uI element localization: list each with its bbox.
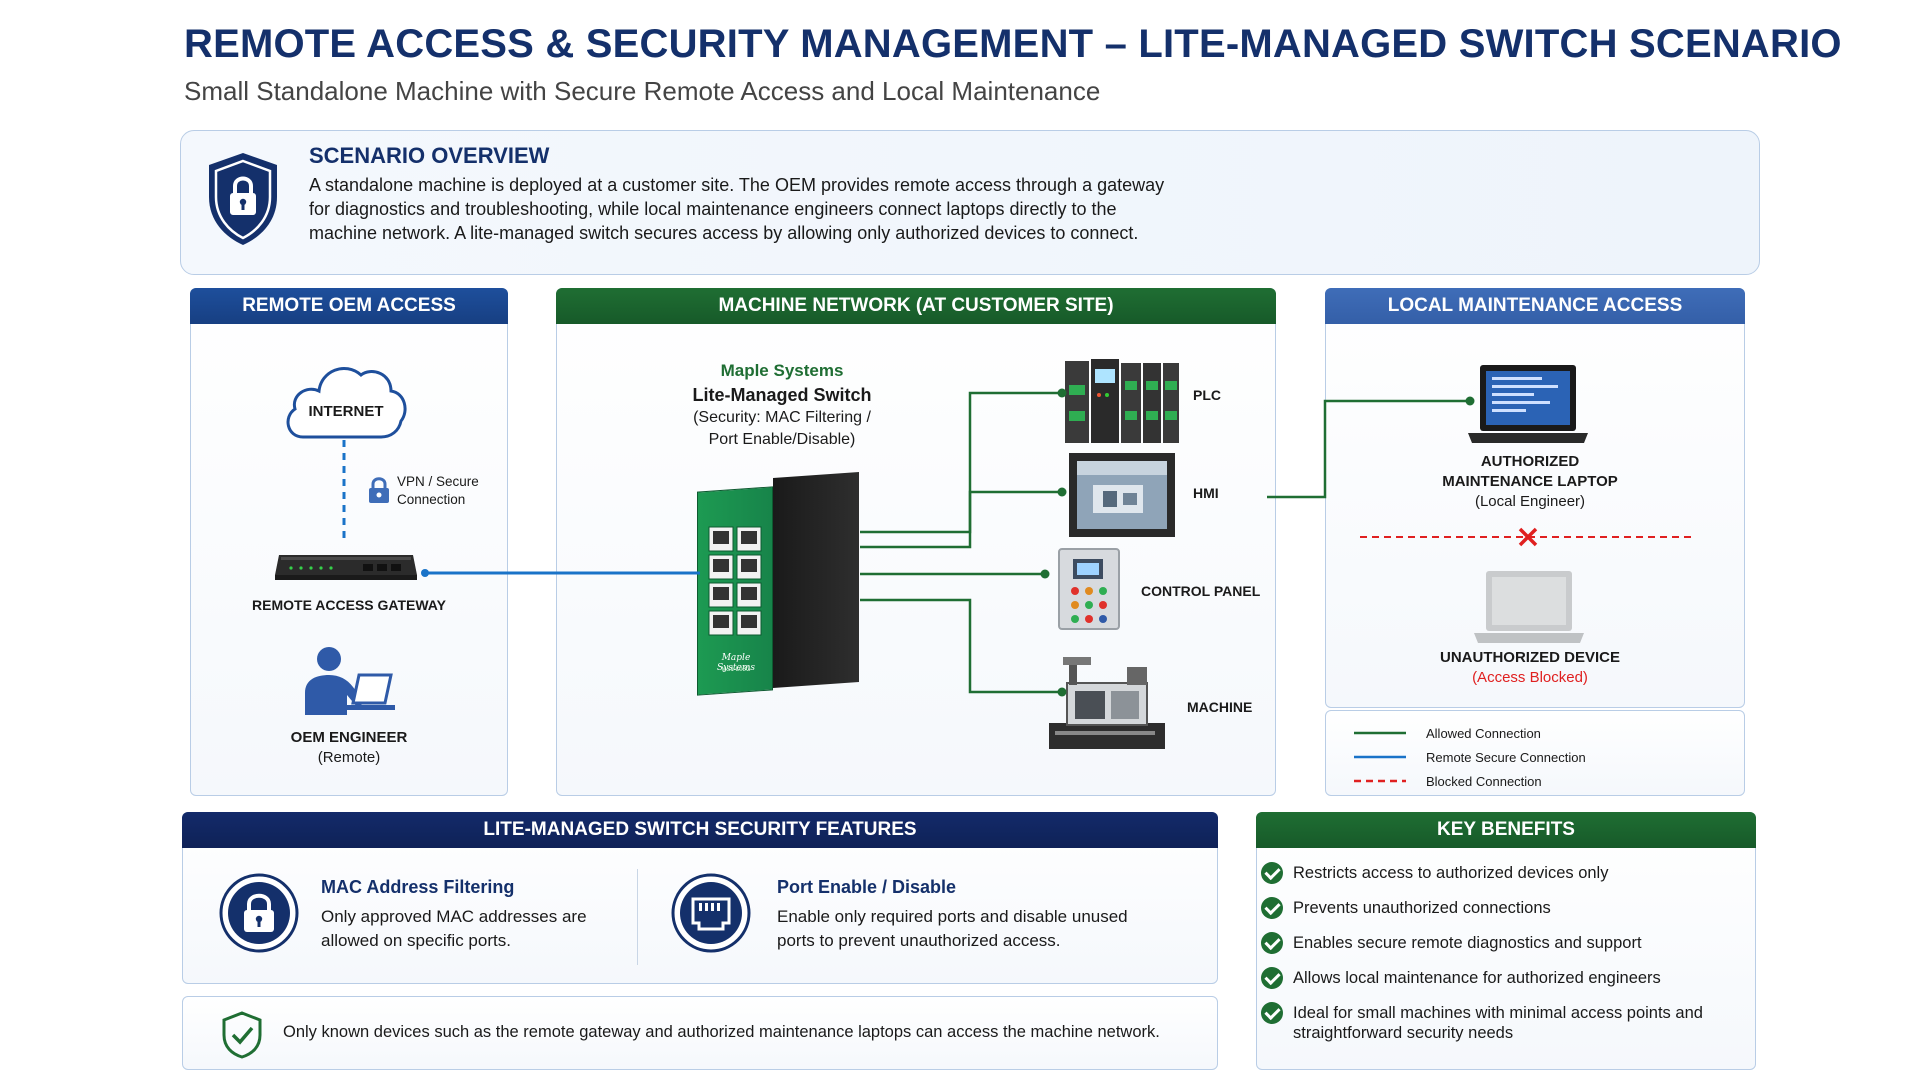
shield-lock-icon bbox=[209, 153, 277, 245]
gateway-device-icon bbox=[275, 555, 417, 580]
benefit-item: Enables secure remote diagnostics and su… bbox=[1261, 932, 1733, 954]
authorized-laptop-icon bbox=[1468, 365, 1588, 443]
port-toggle-text: Enable only required ports and disable u… bbox=[777, 907, 1128, 950]
vpn-label: VPN / Secure Connection bbox=[397, 474, 479, 507]
check-icon bbox=[1261, 897, 1283, 919]
check-icon bbox=[1261, 1002, 1283, 1024]
security-note: Only known devices such as the remote ga… bbox=[182, 996, 1218, 1070]
blocked-connection-line bbox=[1360, 527, 1696, 547]
benefit-item: Ideal for small machines with minimal ac… bbox=[1261, 1002, 1733, 1043]
scenario-overview: SCENARIO OVERVIEW A standalone machine i… bbox=[180, 130, 1760, 275]
legend-allowed: Allowed Connection bbox=[1426, 726, 1541, 741]
check-icon bbox=[1261, 932, 1283, 954]
hmi-label: HMI bbox=[1193, 485, 1219, 501]
switch-model: MS1-L08G bbox=[721, 667, 751, 673]
legend-box: Allowed Connection Remote Secure Connect… bbox=[1325, 710, 1745, 796]
cloud-icon bbox=[286, 366, 407, 439]
machine-network-header: MACHINE NETWORK (AT CUSTOMER SITE) bbox=[556, 288, 1276, 324]
unauthorized-laptop-icon bbox=[1474, 571, 1584, 643]
overview-text: A standalone machine is deployed at a cu… bbox=[309, 175, 1165, 243]
switch-device: Maple Systems MS1-L08G bbox=[697, 471, 867, 696]
benefit-item: Prevents unauthorized connections bbox=[1261, 897, 1733, 919]
oem-engineer-icon bbox=[305, 647, 395, 715]
authorized-laptop-label-2: MAINTENANCE LAPTOP bbox=[1442, 473, 1618, 490]
oem-engineer-sub: (Remote) bbox=[317, 749, 381, 766]
port-toggle-title: Port Enable / Disable bbox=[777, 877, 957, 897]
feature-divider bbox=[637, 869, 638, 965]
security-features-header: LITE-MANAGED SWITCH SECURITY FEATURES bbox=[182, 812, 1218, 848]
security-features-panel: LITE-MANAGED SWITCH SECURITY FEATURES MA… bbox=[182, 812, 1218, 984]
switch-desc-2: Port Enable/Disable) bbox=[708, 431, 856, 448]
check-icon bbox=[1261, 862, 1283, 884]
internet-label: INTERNET bbox=[308, 403, 384, 420]
lock-icon bbox=[369, 477, 389, 503]
unauthorized-device-label: UNAUTHORIZED DEVICE bbox=[1439, 649, 1620, 666]
machine-label: MACHINE bbox=[1187, 699, 1253, 715]
ethernet-ports-icon bbox=[708, 526, 762, 636]
switch-name: Lite-Managed Switch bbox=[692, 385, 872, 405]
authorized-laptop-label-1: AUTHORIZED bbox=[1480, 453, 1580, 470]
gateway-label: REMOTE ACCESS GATEWAY bbox=[252, 597, 446, 613]
page-title: REMOTE ACCESS & SECURITY MANAGEMENT – LI… bbox=[184, 22, 1842, 66]
switch-brand: Maple Systems bbox=[720, 361, 844, 380]
plc-device-icon bbox=[1065, 359, 1179, 443]
switch-logo: Maple Systems bbox=[717, 653, 755, 673]
unauthorized-device-sub: (Access Blocked) bbox=[1472, 669, 1588, 686]
legend-blocked: Blocked Connection bbox=[1426, 774, 1542, 789]
oem-engineer-label: OEM ENGINEER bbox=[290, 729, 408, 746]
machine-network-panel: MACHINE NETWORK (AT CUSTOMER SITE) Maple… bbox=[556, 288, 1276, 796]
page-subtitle: Small Standalone Machine with Secure Rem… bbox=[184, 76, 1101, 106]
overview-title: SCENARIO OVERVIEW bbox=[309, 143, 550, 168]
mac-filter-title: MAC Address Filtering bbox=[321, 877, 515, 897]
legend-remote: Remote Secure Connection bbox=[1426, 750, 1586, 765]
hmi-device-icon bbox=[1069, 453, 1175, 537]
shield-check-icon bbox=[222, 1011, 262, 1059]
plc-label: PLC bbox=[1193, 387, 1221, 403]
mac-filter-text: Only approved MAC addresses are allowed … bbox=[321, 907, 587, 950]
legend-swatches bbox=[1354, 731, 1406, 783]
authorized-laptop-sub: (Local Engineer) bbox=[1474, 493, 1586, 510]
security-note-text: Only known devices such as the remote ga… bbox=[283, 1023, 1160, 1041]
key-benefits-panel: KEY BENEFITS Restricts access to authori… bbox=[1256, 812, 1756, 1070]
control-panel-icon bbox=[1058, 548, 1120, 630]
key-benefits-header: KEY BENEFITS bbox=[1256, 812, 1756, 848]
switch-title-block: Maple Systems Lite-Managed Switch (Secur… bbox=[657, 359, 907, 451]
local-maintenance-panel: LOCAL MAINTENANCE ACCESS AUTHORIZED MAIN… bbox=[1325, 288, 1745, 708]
machine-device-icon bbox=[1049, 657, 1165, 749]
local-maintenance-header: LOCAL MAINTENANCE ACCESS bbox=[1325, 288, 1745, 324]
check-icon bbox=[1261, 967, 1283, 989]
remote-oem-header: REMOTE OEM ACCESS bbox=[190, 288, 508, 324]
benefit-item: Restricts access to authorized devices o… bbox=[1261, 862, 1733, 884]
remote-oem-panel: REMOTE OEM ACCESS INTERNET VPN / Secure … bbox=[190, 288, 508, 796]
benefit-item: Allows local maintenance for authorized … bbox=[1261, 967, 1733, 989]
mac-filter-lock-icon bbox=[219, 873, 299, 953]
switch-desc-1: (Security: MAC Filtering / bbox=[693, 409, 871, 426]
ethernet-port-icon bbox=[671, 873, 751, 953]
control-panel-label: CONTROL PANEL bbox=[1141, 583, 1261, 599]
